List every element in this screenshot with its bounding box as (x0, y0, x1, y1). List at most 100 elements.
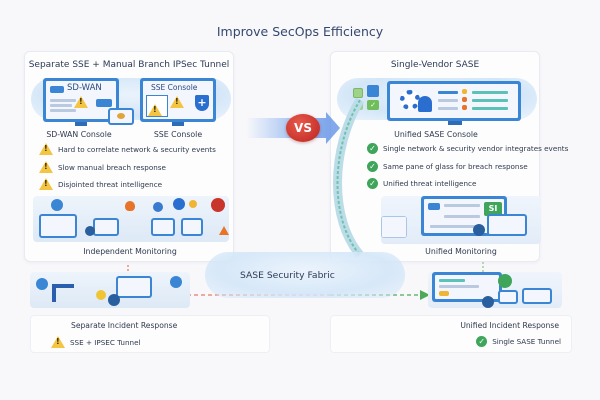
issue-text: Disjointed threat intelligence (58, 179, 163, 189)
si-badge: SI (484, 202, 502, 216)
sdwan-warning-icon (74, 96, 88, 108)
screen-row (430, 225, 480, 228)
sase-fabric-cloud (205, 252, 405, 298)
list-tile-icon (367, 85, 379, 97)
monitor-icon (93, 218, 119, 236)
right-panel-heading: Single-Vendor SASE (390, 60, 480, 70)
single-sase-tunnel-item: ✓ Single SASE Tunnel (476, 336, 561, 347)
globe-icon (51, 199, 63, 211)
separate-incident-illustration (30, 272, 190, 308)
console-row (438, 99, 458, 102)
user-icon (418, 96, 432, 112)
right-panel-single-vendor-sase: Single-Vendor SASE ✓ Unified SASE Consol… (330, 51, 568, 262)
issue-text: Hard to correlate network & security eve… (58, 144, 216, 154)
alert-icon (219, 226, 229, 235)
user-avatar-icon (473, 224, 485, 236)
secondary-monitor-icon (498, 290, 518, 304)
globe-icon (173, 198, 185, 210)
screen-tile (428, 203, 440, 210)
gear-icon (153, 202, 163, 212)
tunnel-text: SSE + IPSEC Tunnel (70, 337, 141, 347)
sse-ipsec-tunnel-item: SSE + IPSEC Tunnel (51, 336, 141, 348)
laptop-icon (108, 108, 134, 125)
independent-monitoring-illustration (33, 196, 229, 242)
console-row (472, 107, 508, 110)
status-square-icon (462, 89, 467, 94)
unified-incident-caption: Unified Incident Response (460, 321, 559, 330)
alert-tile-icon (439, 291, 449, 296)
lock-dial-icon (211, 198, 225, 212)
clock-icon (36, 278, 48, 290)
docs-panel-icon (381, 216, 407, 238)
left-panel-separate-sse: Separate SSE + Manual Branch IPSec Tunne… (24, 51, 234, 262)
sase-fabric-label: SASE Security Fabric (240, 270, 335, 281)
sse-warning-icon (170, 96, 184, 108)
diagram-title: Improve SecOps Efficiency (216, 24, 384, 39)
issue-item: Slow manual breach response (39, 161, 166, 173)
issue-item: Hard to correlate network & security eve… (39, 143, 216, 155)
monitor-icon (181, 218, 203, 236)
check-icon: ✓ (367, 178, 378, 189)
gear-icon (400, 90, 420, 110)
screen-row (439, 279, 465, 282)
unified-sase-console-monitor (387, 81, 521, 121)
user-avatar-icon (108, 294, 120, 306)
unified-monitoring-illustration: SI (381, 196, 541, 244)
bulb-icon (96, 290, 106, 300)
unified-monitoring-caption: Unified Monitoring (425, 247, 497, 256)
monitor-stand (75, 122, 87, 126)
sdwan-console-caption: SD-WAN Console (46, 130, 112, 139)
minus-tile-icon (353, 102, 363, 110)
tunnel-text: Single SASE Tunnel (492, 337, 561, 346)
issue-item: Disjointed threat intelligence (39, 178, 162, 190)
sun-icon (189, 200, 197, 208)
unified-incident-box: Unified Incident Response ✓ Single SASE … (330, 315, 572, 353)
text-line (50, 99, 76, 102)
benefit-item: ✓ Unified threat intelligence (367, 178, 476, 189)
check-icon: ✓ (367, 143, 378, 154)
benefit-item: ✓ Same pane of glass for breach response (367, 161, 528, 172)
monitor-stand (172, 122, 184, 126)
secondary-monitor-icon (522, 288, 552, 304)
text-line (50, 104, 72, 107)
benefit-text: Same pane of glass for breach response (383, 162, 528, 171)
user-avatar-icon (85, 226, 95, 236)
user-avatar-icon (482, 296, 494, 308)
sse-console-caption: SSE Console (153, 130, 203, 139)
issue-text: Slow manual breach response (58, 162, 166, 172)
sdwan-status-tile (96, 99, 112, 107)
warning-icon (39, 161, 53, 173)
text-line (50, 109, 76, 112)
shield-icon: + (195, 95, 209, 111)
screen-row (444, 215, 480, 218)
main-monitor-icon: SI (421, 196, 507, 236)
unified-sase-console-caption: Unified SASE Console (394, 130, 478, 139)
check-tile-icon: ✓ (367, 100, 379, 110)
console-row (438, 107, 458, 110)
warning-icon (39, 178, 53, 190)
console-row (472, 99, 508, 102)
sdwan-logo-icon (50, 86, 64, 93)
check-icon: ✓ (367, 161, 378, 172)
globe-icon (117, 113, 125, 119)
screen-row (444, 204, 480, 207)
monitor-icon (116, 276, 152, 298)
benefit-item: ✓ Single network & security vendor integ… (367, 143, 568, 154)
checkbox-tile-icon (353, 88, 363, 98)
secondary-monitor-icon (487, 214, 527, 236)
monitor-icon (39, 214, 77, 238)
separate-incident-box: Separate Incident Response SSE + IPSEC T… (30, 315, 270, 353)
warning-icon (51, 336, 65, 348)
fire-icon (125, 201, 135, 211)
sse-screen-label: SSE Console (151, 83, 198, 92)
benefit-text: Unified threat intelligence (383, 179, 477, 188)
status-square-icon (462, 105, 467, 110)
vs-arrow-head-icon (326, 112, 340, 144)
sync-icon (498, 274, 512, 288)
unified-incident-illustration (428, 272, 562, 308)
status-square-icon (462, 97, 467, 102)
sdwan-screen-label: SD-WAN (67, 83, 102, 93)
screen-row (439, 285, 479, 288)
monitor-stand (448, 121, 462, 125)
robot-arm-icon (52, 284, 74, 302)
